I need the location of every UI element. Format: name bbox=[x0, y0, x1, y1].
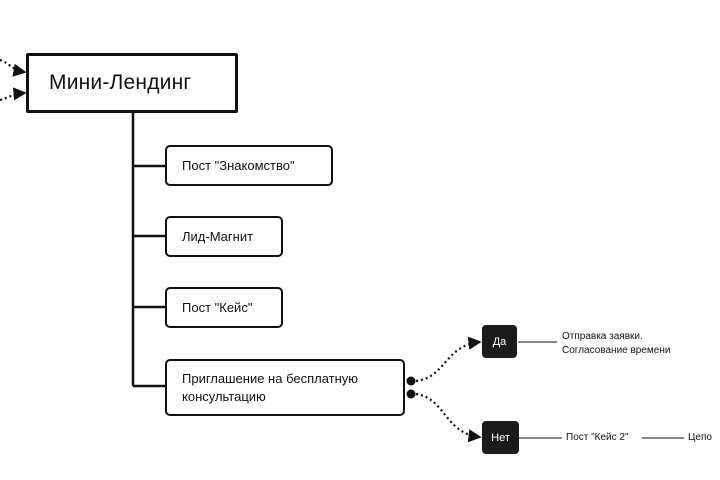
decision-no-box[interactable]: Нет bbox=[482, 421, 519, 454]
decision-yes-label: Да bbox=[492, 335, 507, 348]
yes-outcome-note: Отправка заявки. Согласование времени bbox=[562, 330, 670, 358]
step-node-consultation-invite[interactable]: Приглашение на бесплатную консультацию bbox=[165, 359, 405, 416]
step-node-label: Приглашение на бесплатную консультацию bbox=[182, 370, 359, 404]
yes-outcome-line2: Согласование времени bbox=[562, 345, 671, 356]
step-node-intro-post[interactable]: Пост "Знакомство" bbox=[165, 145, 333, 186]
step-node-label: Пост "Кейс" bbox=[182, 299, 253, 315]
decision-no-label: Нет bbox=[491, 431, 510, 444]
no-arrow bbox=[415, 392, 482, 443]
incoming-arrow-bottom bbox=[0, 87, 27, 102]
decision-yes-box[interactable]: Да bbox=[482, 325, 517, 358]
yes-outcome-line1: Отправка заявки. bbox=[562, 331, 643, 342]
no-next-step: Пост "Кейс 2" bbox=[566, 432, 629, 443]
no-chain-step: Цепо bbox=[688, 432, 712, 443]
root-node[interactable]: Мини-Лендинг bbox=[26, 53, 238, 113]
incoming-arrow-top bbox=[0, 58, 27, 77]
decision-dot-yes bbox=[406, 376, 416, 386]
step-node-label: Пост "Знакомство" bbox=[182, 157, 295, 173]
step-node-case-post[interactable]: Пост "Кейс" bbox=[165, 287, 283, 328]
decision-dot-no bbox=[406, 389, 416, 399]
step-node-label: Лид-Магнит bbox=[182, 228, 254, 244]
root-node-label: Мини-Лендинг bbox=[49, 71, 192, 94]
yes-arrow bbox=[415, 336, 482, 383]
step-node-lead-magnet[interactable]: Лид-Магнит bbox=[165, 216, 283, 257]
